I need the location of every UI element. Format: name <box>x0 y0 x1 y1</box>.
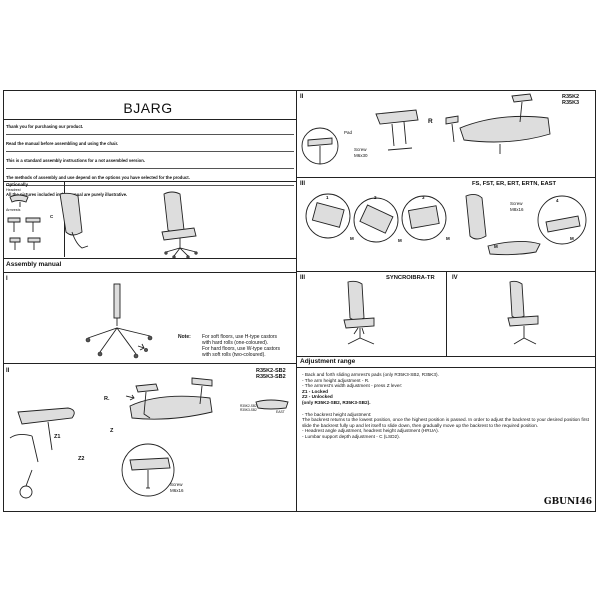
model-code: R35K3-SB2 <box>240 408 257 412</box>
divider-step3b-step4 <box>446 271 447 356</box>
screw-size: M6x30 <box>354 153 368 158</box>
document-code: GBUNI46 <box>543 497 592 507</box>
assembled-chair-drawing <box>161 191 198 259</box>
z2-mark: Z2 <box>78 456 85 462</box>
adjust-line: - Back and forth sliding armrest's pads … <box>302 372 439 377</box>
step-3-mark: 3 <box>422 195 425 200</box>
screw-label-right: Screw M6x30 <box>354 147 368 159</box>
model-code: R35K3 <box>562 100 580 106</box>
adjust-line: Z2 - Unlocked <box>302 394 333 400</box>
adjust-line: Z1 - Locked <box>302 388 329 394</box>
step-2-mark: 2 <box>374 195 377 200</box>
screw-size: M8x16 <box>510 207 524 212</box>
divider-right-step2 <box>296 177 596 178</box>
intro-line: Read the manual before assembling and us… <box>6 141 294 152</box>
divider-right-adjust <box>296 367 596 368</box>
adjust-line: - Headrest angle adjustment, headrest he… <box>302 428 440 434</box>
m-mark: M <box>350 236 354 241</box>
divider-right-step3b <box>296 356 596 357</box>
z-mark: Z <box>110 428 114 434</box>
intro-line: Thank you for purchasing our product. <box>6 124 294 135</box>
model-code: R35K2-SB2 <box>256 368 286 374</box>
syncro-chair-drawing <box>343 280 375 345</box>
screw-label-left: Screw M6x16 <box>170 482 184 494</box>
note-line: with hard rolls (one-coloured). <box>202 340 269 346</box>
divider-left-step2 <box>3 363 296 364</box>
divider-options <box>3 181 296 182</box>
note-line: For soft floors, use H-type castors <box>202 334 278 340</box>
divider-left-title <box>3 119 296 120</box>
lumbar-c-mark: C <box>50 214 54 219</box>
step3a-number: III <box>300 181 306 187</box>
screw-label-step3: Screw M8x16 <box>510 201 524 213</box>
model-code: R35K2-SB2 <box>240 404 257 408</box>
screw-detail-drawing <box>121 443 175 497</box>
m-mark: M <box>398 238 402 243</box>
m-mark: M <box>446 236 450 241</box>
adjust-line: The backrest returns to the lowest posit… <box>302 417 589 428</box>
headrest-drawing <box>9 194 29 207</box>
screw-text: Screw <box>170 482 183 487</box>
pad-detail-drawing <box>301 127 339 165</box>
m-mark: M <box>494 244 498 249</box>
note-line: For hard floors, use W-type castors <box>202 346 280 352</box>
small-model-codes: R35K2-SB2 R35K3-SB2 <box>240 404 257 412</box>
divider-left-assembly <box>3 258 296 259</box>
divider-left-step1 <box>3 272 296 273</box>
note-label: Note: <box>178 334 191 340</box>
m-mark: M <box>570 236 574 241</box>
armrests-drawing <box>7 217 41 250</box>
right-r-mark: R <box>428 118 433 125</box>
manual-frame <box>3 90 596 512</box>
headrest-label: Headrest <box>6 188 21 192</box>
step2-right-models: R35K2 R35K3 <box>562 94 579 106</box>
screw-text: Screw <box>510 201 523 206</box>
z1-mark: Z1 <box>54 434 61 440</box>
arm-height-mark: R. <box>104 396 110 402</box>
small-seat-diagram <box>255 399 289 410</box>
armrest-rail-drawing <box>375 109 419 151</box>
model-code: R35K3-SB2 <box>256 374 286 380</box>
note-line: with soft rolls (two-coloured). <box>202 352 266 358</box>
final-chair-drawing <box>507 280 539 345</box>
adjustment-text: - Back and forth sliding armrest's pads … <box>302 372 592 440</box>
assembly-manual-heading: Assembly manual <box>6 261 62 268</box>
model-code: R35K2 <box>562 94 580 100</box>
adjustment-heading: Adjustment range <box>300 358 356 365</box>
intro-line: This is a standard assembly instructions… <box>6 158 294 169</box>
step2-right-number: II <box>300 94 304 100</box>
adjust-line: (only R35K2-SB2, R35K3-SB2). <box>302 399 371 405</box>
product-title: BJARG <box>123 100 173 116</box>
screw-text: Screw <box>354 147 367 152</box>
step1-number: I <box>6 276 8 282</box>
center-divider <box>296 90 297 512</box>
step-1-mark: 1 <box>326 195 329 200</box>
adjust-line: - The armrest's width adjustment - press… <box>302 383 403 389</box>
castor-note: For soft floors, use H-type castors with… <box>202 334 280 358</box>
armrest-seat-drawing <box>125 377 213 420</box>
adjust-line: - Lumbar support depth adjustment - C (L… <box>302 433 400 439</box>
mechanism-step-drawings <box>305 193 587 256</box>
step2-left-models: R35K2-SB2 R35K3-SB2 <box>256 368 286 380</box>
step3b-number: III <box>300 275 306 281</box>
adjust-line: - The arm height adjustment - R. <box>302 377 370 383</box>
armrests-label: Armrests <box>6 208 21 212</box>
step-4-mark: 4 <box>556 198 559 203</box>
screw-size: M6x16 <box>170 488 184 493</box>
step2-left-number: II <box>6 368 10 374</box>
intro-line: The methods of assembly and use depend o… <box>6 175 294 186</box>
step3b-models: SYNCROIBRA-TR <box>386 275 435 281</box>
optionally-label: Optionally <box>6 182 29 187</box>
adjust-line: - The backrest height adjustment: <box>302 411 372 417</box>
armrest-lever-drawing <box>9 407 75 499</box>
pad-label: Pad <box>344 130 353 135</box>
east-label: EAST <box>276 410 285 414</box>
seat-with-armrest-drawing <box>445 93 551 154</box>
lumbar-chair-drawing <box>59 192 89 249</box>
step3a-models: FS, FST, ER, ERT, ERTN, EAST <box>472 181 557 187</box>
step4-number: IV <box>452 275 458 281</box>
base-assembly-drawing <box>85 283 153 359</box>
